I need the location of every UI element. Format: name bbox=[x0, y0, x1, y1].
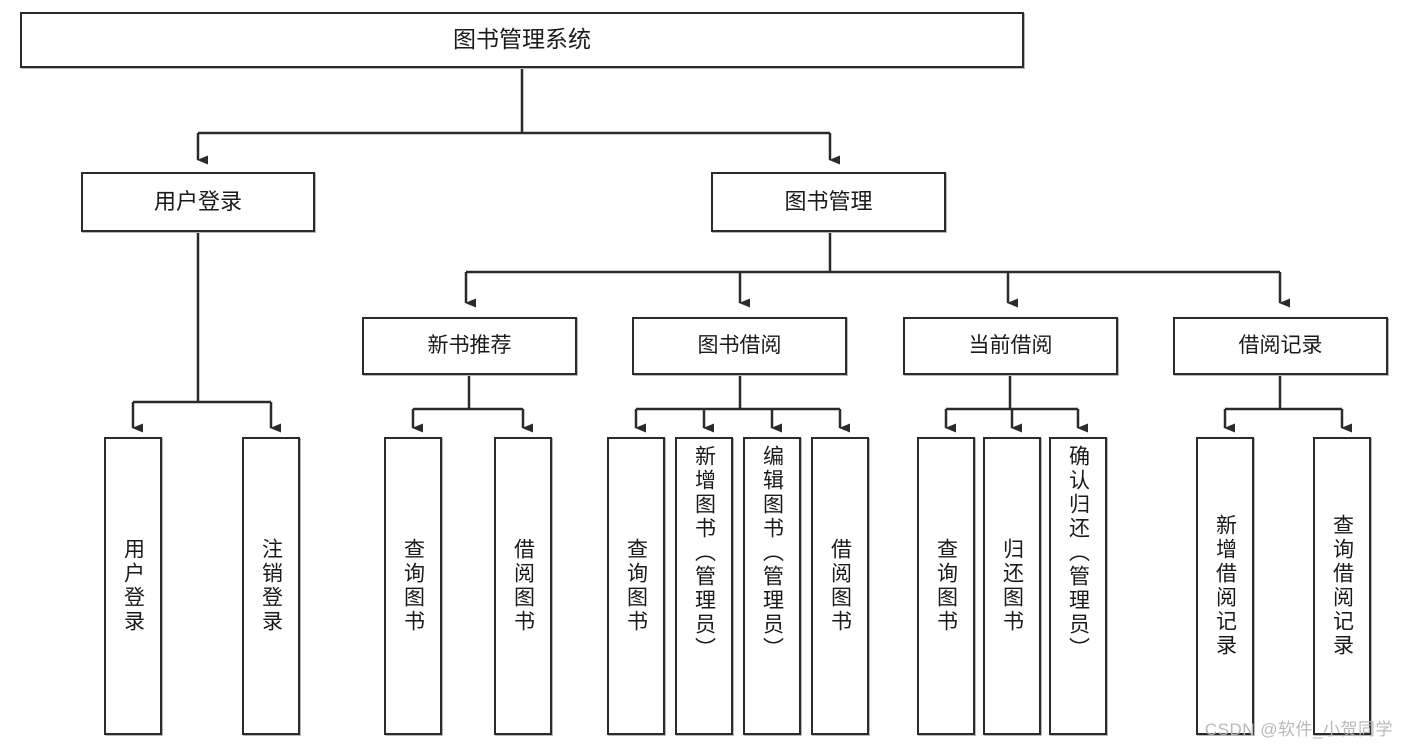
leaf-book-borrow-query-book[interactable]: 查询图书 bbox=[607, 437, 665, 735]
node-current-borrow[interactable]: 当前借阅 bbox=[903, 317, 1118, 375]
leaf-borrow-record-add-record[interactable]: 新增借阅记录 bbox=[1196, 437, 1254, 735]
leaf-current-borrow-return-book[interactable]: 归还图书 bbox=[983, 437, 1041, 735]
node-label: 查询借阅记录 bbox=[1330, 514, 1354, 658]
node-label: 借阅图书 bbox=[511, 538, 535, 634]
leaf-book-borrow-borrow-book[interactable]: 借阅图书 bbox=[811, 437, 869, 735]
node-label: 查询图书 bbox=[401, 538, 425, 634]
node-borrow-record[interactable]: 借阅记录 bbox=[1173, 317, 1388, 375]
leaf-current-borrow-confirm-return-admin[interactable]: 确认归还（管理员） bbox=[1049, 437, 1107, 735]
node-label: 图书管理系统 bbox=[453, 26, 591, 53]
leaf-current-borrow-query-book[interactable]: 查询图书 bbox=[917, 437, 975, 735]
node-label: 归还图书 bbox=[1000, 538, 1024, 634]
node-book-management[interactable]: 图书管理 bbox=[711, 172, 946, 232]
node-label: 查询图书 bbox=[934, 538, 958, 634]
leaf-book-borrow-add-book-admin[interactable]: 新增图书（管理员） bbox=[675, 437, 733, 735]
node-label: 确认归还（管理员） bbox=[1066, 445, 1090, 661]
node-label: 用户登录 bbox=[121, 538, 145, 634]
node-label: 当前借阅 bbox=[968, 333, 1053, 357]
node-label: 新增借阅记录 bbox=[1213, 514, 1237, 658]
leaf-new-book-borrow-book[interactable]: 借阅图书 bbox=[494, 437, 552, 735]
leaf-borrow-record-query-record[interactable]: 查询借阅记录 bbox=[1313, 437, 1371, 735]
leaf-new-book-query-book[interactable]: 查询图书 bbox=[384, 437, 442, 735]
node-label: 图书借阅 bbox=[697, 333, 782, 357]
node-label: 查询图书 bbox=[624, 538, 648, 634]
node-label: 图书管理 bbox=[784, 189, 873, 215]
node-label: 编辑图书（管理员） bbox=[760, 445, 784, 661]
node-user-login[interactable]: 用户登录 bbox=[81, 172, 315, 232]
csdn-watermark: CSDN @软件_小贺同学 bbox=[1204, 720, 1393, 739]
node-book-borrow[interactable]: 图书借阅 bbox=[632, 317, 847, 375]
node-label: 用户登录 bbox=[153, 189, 242, 215]
node-new-book-recommend[interactable]: 新书推荐 bbox=[362, 317, 577, 375]
leaf-book-borrow-edit-book-admin[interactable]: 编辑图书（管理员） bbox=[743, 437, 801, 735]
node-label: 借阅记录 bbox=[1238, 333, 1323, 357]
node-root-book-management-system[interactable]: 图书管理系统 bbox=[20, 12, 1024, 68]
node-label: 新书推荐 bbox=[427, 333, 512, 357]
node-label: 注销登录 bbox=[259, 538, 283, 634]
node-label: 新增图书（管理员） bbox=[692, 445, 716, 661]
node-label: 借阅图书 bbox=[828, 538, 852, 634]
leaf-user-login-logout[interactable]: 注销登录 bbox=[242, 437, 300, 735]
leaf-user-login-login[interactable]: 用户登录 bbox=[104, 437, 162, 735]
